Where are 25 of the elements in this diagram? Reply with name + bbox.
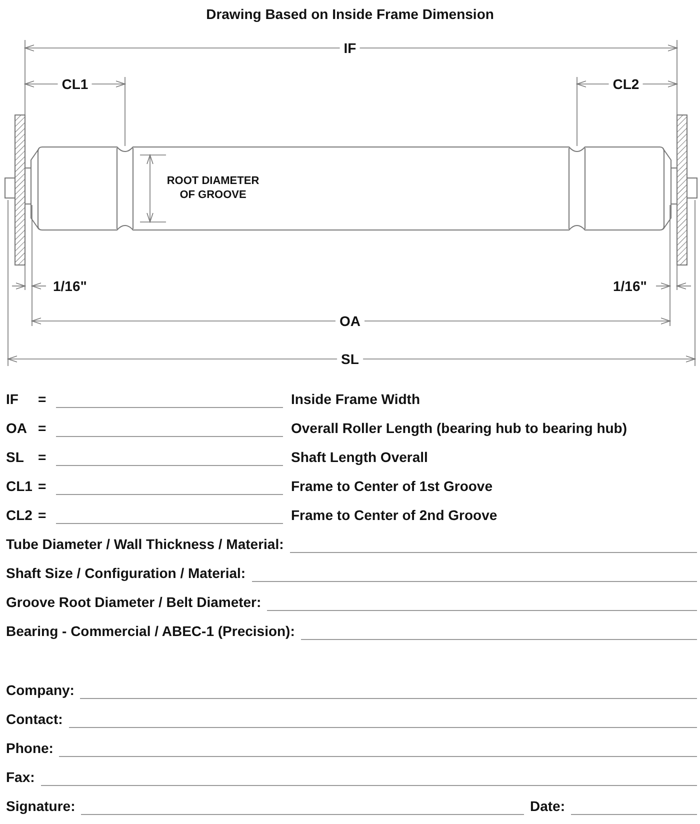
equals-sign: = xyxy=(38,390,46,408)
field-label: Date: xyxy=(530,797,566,815)
equals-sign: = xyxy=(38,477,46,495)
field-label: IF xyxy=(6,390,18,408)
equals-sign: = xyxy=(38,506,46,524)
field-label: SL xyxy=(6,448,24,466)
field-description: Frame to Center of 1st Groove xyxy=(291,477,492,495)
field-label: CL1 xyxy=(6,477,32,495)
field-label: OA xyxy=(6,419,27,437)
equals-sign: = xyxy=(38,419,46,437)
field-description: Overall Roller Length (bearing hub to bearing hub) xyxy=(291,419,628,437)
field-label: Tube Diameter / Wall Thickness / Material: xyxy=(6,535,284,553)
field-label: Phone: xyxy=(6,739,54,757)
field-label: Signature: xyxy=(6,797,76,815)
field-label: Bearing - Commercial / ABEC-1 (Precision): xyxy=(6,622,295,640)
field-label: Fax: xyxy=(6,768,35,786)
field-description: Inside Frame Width xyxy=(291,390,420,408)
field-label: Company: xyxy=(6,681,74,699)
field-label: Groove Root Diameter / Belt Diameter: xyxy=(6,593,262,611)
equals-sign: = xyxy=(38,448,46,466)
field-description: Shaft Length Overall xyxy=(291,448,428,466)
field-label: Contact: xyxy=(6,710,63,728)
field-label: Shaft Size / Configuration / Material: xyxy=(6,564,246,582)
field-description: Frame to Center of 2nd Groove xyxy=(291,506,498,524)
field-label: CL2 xyxy=(6,506,32,524)
